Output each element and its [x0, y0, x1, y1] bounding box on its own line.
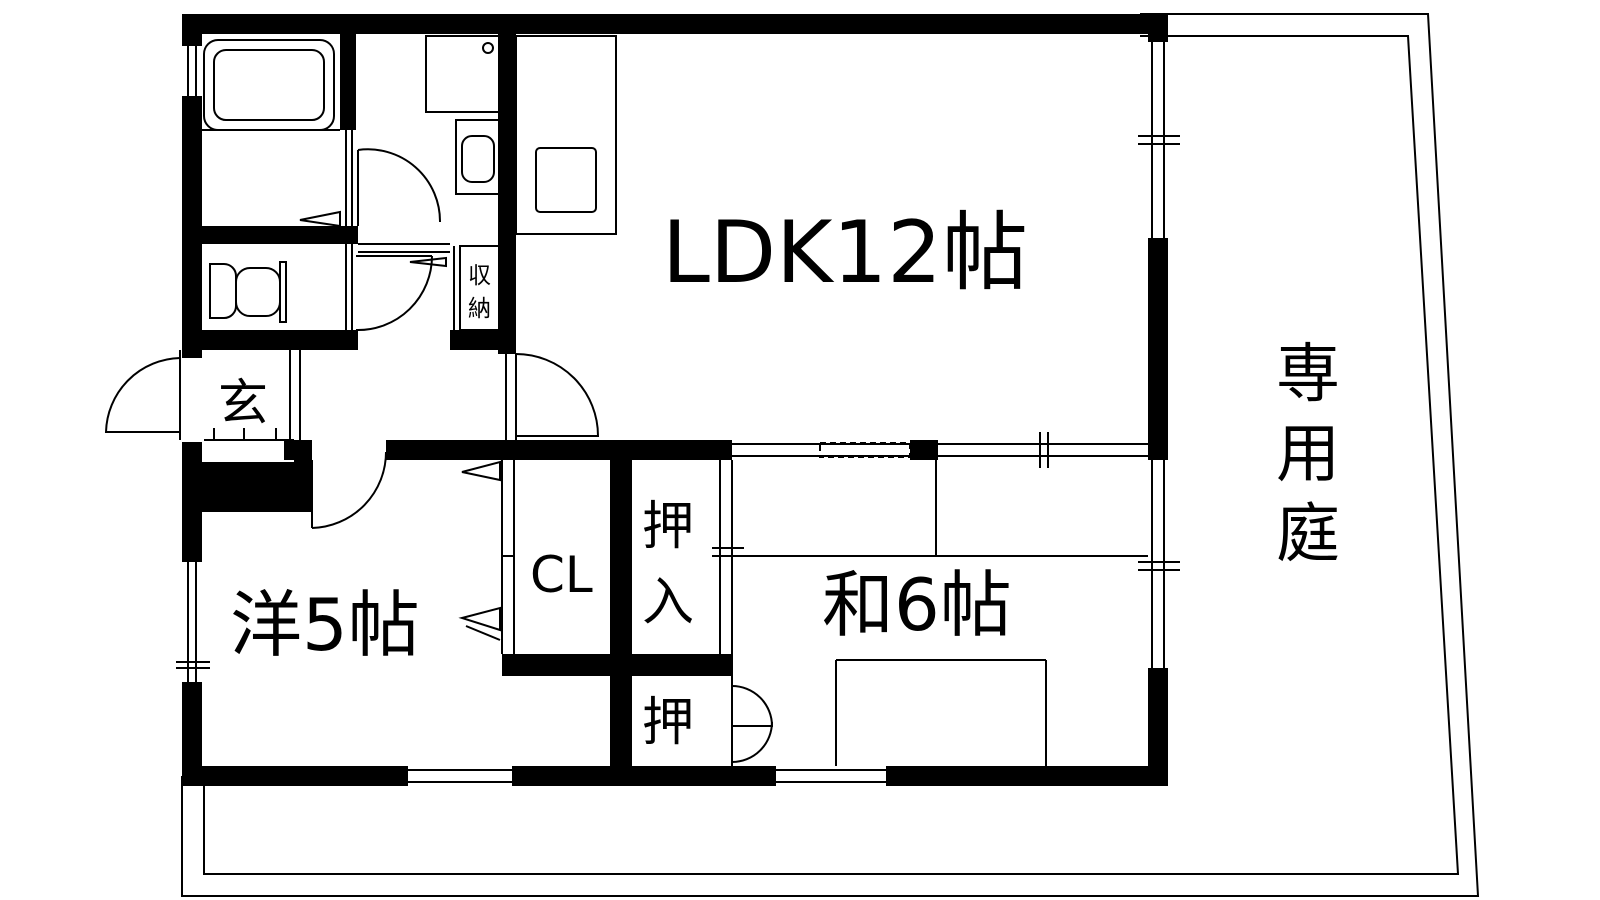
garden-outline [181, 13, 1480, 897]
oshiire-lower-label: 押 [642, 693, 694, 753]
garden-label-3: 庭 [1276, 498, 1340, 572]
western-room-label: 洋5帖 [230, 583, 420, 667]
entrance-label: 玄 [218, 374, 268, 432]
closet-label: CL [530, 546, 593, 604]
shoe-box-label: 下足箱 [198, 478, 270, 506]
oshiire-label-2: 入 [642, 573, 694, 633]
storage-label-2: 納 [468, 296, 491, 322]
oshiire-label-1: 押 [642, 497, 694, 557]
fixtures-and-openings [104, 35, 1180, 783]
garden-label-2: 用 [1276, 418, 1340, 492]
japanese-room-label: 和6帖 [822, 563, 1012, 647]
walls [182, 14, 1168, 786]
garden-label-1: 専 [1276, 338, 1340, 412]
ldk-label: LDK12帖 [662, 203, 1028, 303]
storage-label-1: 収 [468, 263, 491, 289]
